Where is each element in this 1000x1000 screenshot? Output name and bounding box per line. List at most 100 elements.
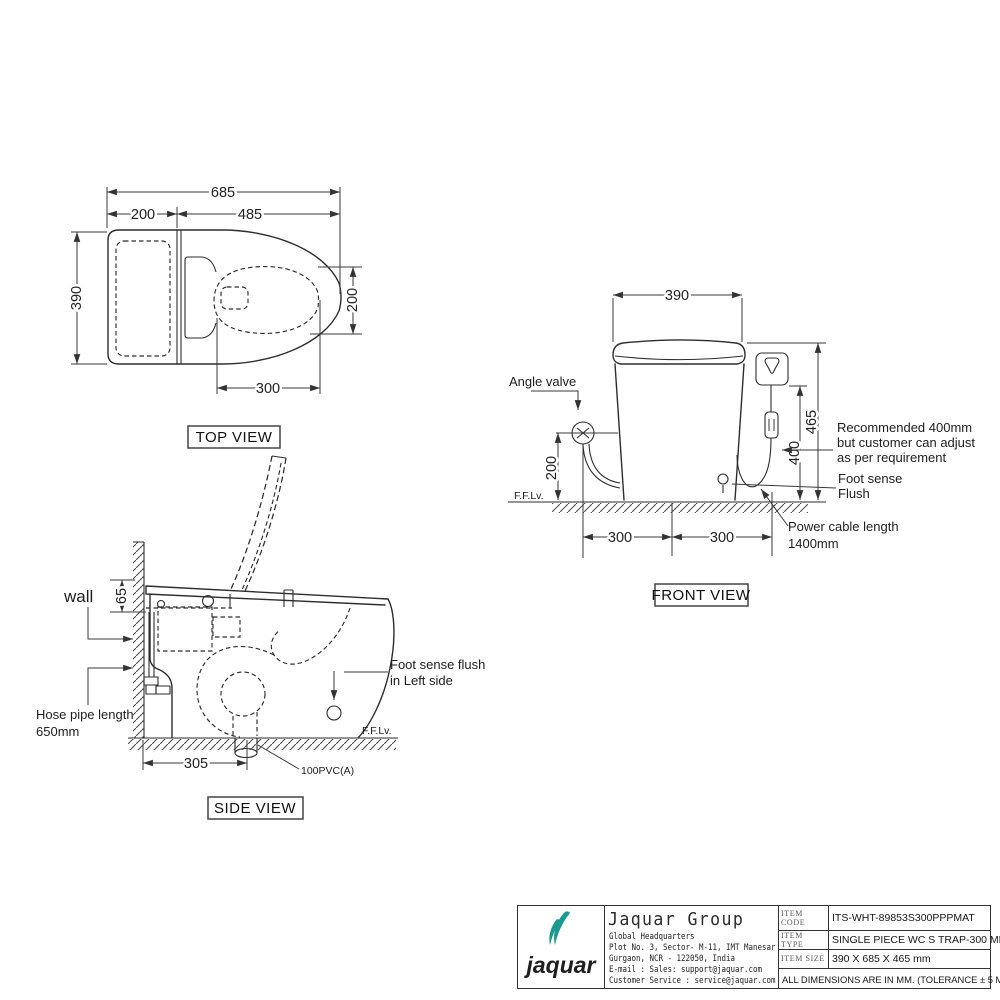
- dim-305: 305: [184, 756, 208, 772]
- item-code-value: ITS-WHT-89853S300PPPMAT: [832, 912, 975, 924]
- trap-loop-hidden: [220, 671, 266, 717]
- top-view-label-box: [187, 425, 281, 449]
- title-block-divider: [778, 968, 990, 969]
- foot-sense-side-1: Foot sense flush: [390, 657, 485, 672]
- item-type-label: ITEM TYPE: [781, 930, 804, 949]
- hose-label-1: Hose pipe length: [36, 707, 134, 722]
- dim-485: 485: [238, 207, 262, 223]
- foot-sense-front: [717, 473, 729, 485]
- wall-label: wall: [63, 587, 93, 606]
- side-front-edge: [357, 598, 395, 739]
- item-size-label: ITEM SIZE: [781, 954, 825, 963]
- company-address: Global Headquarters Plot No. 3, Sector- …: [609, 932, 776, 987]
- title-block-divider: [778, 906, 779, 988]
- valve-box-hidden: [212, 616, 241, 638]
- dim-65: 65: [114, 588, 130, 604]
- recommended-note-1: Recommended 400mm: [837, 420, 972, 435]
- logo-swoosh-icon: [549, 919, 561, 945]
- lid-open-left: [230, 455, 273, 590]
- logo-wordmark: jaquar: [523, 952, 596, 978]
- top-seat-opening-hidden: [213, 265, 320, 335]
- title-block-divider: [828, 906, 829, 968]
- title-block-divider: [604, 906, 605, 988]
- valve-flange: [143, 676, 159, 686]
- pvc-label: 100PVC(A): [301, 765, 354, 777]
- item-size-value: 390 X 685 X 465 mm: [832, 952, 931, 965]
- angle-valve-label: Angle valve: [509, 374, 576, 389]
- company-name: Jaquar Group: [608, 909, 745, 930]
- item-type-value: SINGLE PIECE WC S TRAP-300 MM: [832, 933, 1000, 946]
- side-rear-edge: [149, 593, 173, 738]
- dim-200-right: 200: [345, 288, 361, 312]
- front-view-label-box: [654, 583, 749, 607]
- power-cable-lower: [736, 437, 772, 488]
- tank-hidden: [157, 606, 213, 652]
- angle-valve-leader: [531, 390, 582, 410]
- ffl-side: F.F.Lv.: [362, 725, 392, 737]
- power-outlet-box: [755, 352, 789, 386]
- address-line: Plot No. 3, Sector- M-11, IMT Manesar: [609, 943, 776, 953]
- lid-open-inner: [241, 462, 282, 591]
- trap-outlet-hidden: [232, 712, 258, 736]
- recommended-note-3: as per requirement: [837, 450, 946, 465]
- address-line: Gurgaon, NCR - 122050, India: [609, 954, 736, 964]
- valve-handle: [155, 685, 171, 695]
- cable-connector: [764, 411, 779, 439]
- cable-connector-detail: [768, 419, 775, 431]
- floor-hatching-front: [552, 503, 808, 513]
- dim-400: 400: [787, 441, 803, 465]
- side-view-label: SIDE VIEW: [214, 800, 296, 817]
- seat-hinge-bracket: [283, 589, 294, 607]
- hose-label-2: 650mm: [36, 724, 79, 739]
- jaquar-logo: jaquar: [523, 911, 597, 978]
- title-block-divider: [778, 949, 990, 950]
- front-view: F.F.Lv. Angle valve 390 200 400 465 300 …: [508, 286, 975, 607]
- hinge-hole: [201, 594, 215, 608]
- item-code-label: ITEM CODE: [781, 909, 806, 927]
- lid-open-right: [243, 457, 287, 594]
- side-view: F.F.Lv. 100PVC(A) wall Hose pipe length …: [36, 455, 485, 820]
- top-flush-outlet-hidden: [220, 286, 249, 310]
- foot-sense-front-label-1: Foot sense: [838, 471, 902, 486]
- trap-outer-hidden: [196, 645, 275, 738]
- address-line: Customer Service : service@jaquar.com: [609, 976, 776, 986]
- title-block-divider: [778, 930, 990, 931]
- front-view-label: FRONT VIEW: [652, 587, 751, 604]
- title-block: jaquar Jaquar Group Global Headquarters …: [517, 905, 1000, 989]
- recommended-note-2: but customer can adjust: [837, 435, 975, 450]
- top-view: 685 200 485 390 200 300 TOP VIEW: [67, 183, 364, 449]
- side-seat: [145, 585, 389, 606]
- power-plug-icon: [764, 357, 780, 374]
- top-seat-bracket: [184, 256, 217, 339]
- bowl-hidden: [270, 607, 351, 665]
- top-extension-lines: [71, 187, 362, 394]
- address-line: Global Headquarters: [609, 932, 695, 942]
- wall-hatching: [133, 542, 144, 738]
- water-hose: [582, 443, 621, 489]
- foot-sense-arrow: [334, 671, 388, 700]
- tolerance-note: ALL DIMENSIONS ARE IN MM. (TOLERANCE ± 5…: [782, 973, 1000, 985]
- dim-390f: 390: [665, 288, 689, 304]
- lid-tip: [271, 455, 287, 459]
- top-tank-hidden: [115, 240, 171, 357]
- drain-pipe-end: [234, 747, 258, 759]
- top-body-separator: [176, 230, 182, 364]
- front-lid-seam: [614, 355, 744, 361]
- top-body-outline: [107, 229, 342, 365]
- power-cable-label-1: Power cable length: [788, 519, 899, 534]
- wall-leader: [87, 607, 133, 643]
- power-cable-label-2: 1400mm: [788, 536, 839, 551]
- wall-line: [133, 541, 145, 738]
- dim-300l: 300: [608, 530, 632, 546]
- dim-200f: 200: [544, 456, 560, 480]
- foot-sense-front-leader: [731, 483, 837, 489]
- logo-swoosh-icon: [554, 911, 570, 945]
- power-cable-leader: [760, 488, 789, 527]
- dim-685: 685: [211, 185, 235, 201]
- drain-pipe: [234, 738, 258, 753]
- hose-pipe: [148, 612, 155, 677]
- top-view-label: TOP VIEW: [196, 429, 273, 446]
- foot-sense-front-label-2: Flush: [838, 486, 870, 501]
